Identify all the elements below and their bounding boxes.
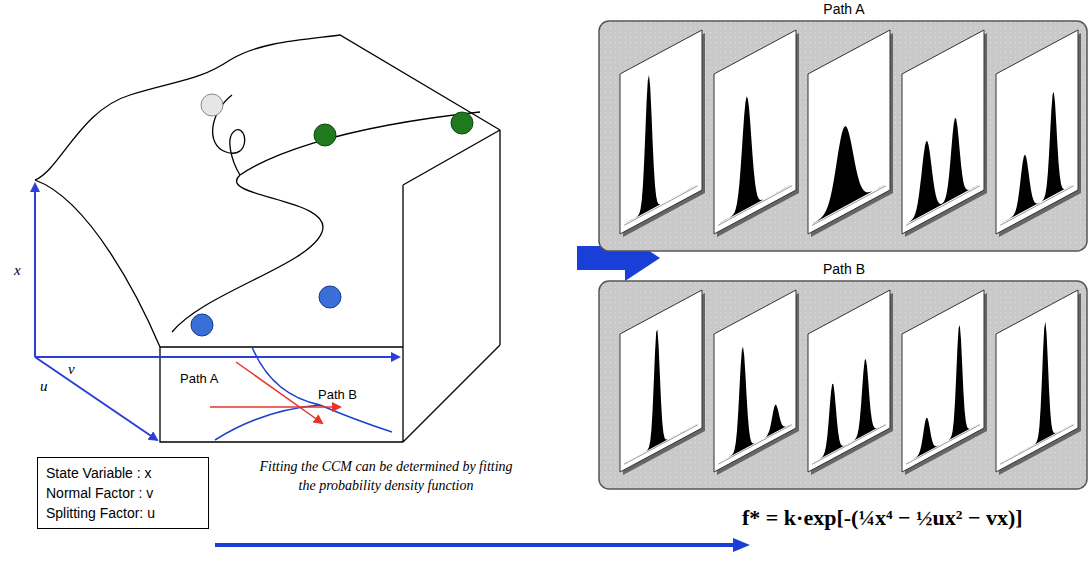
path-label: Path A: [180, 371, 218, 386]
box-edge: [160, 130, 500, 442]
frame-baseline: [1000, 425, 1074, 465]
histogram-frame: [714, 30, 796, 234]
histogram: [1001, 322, 1073, 463]
fit-note: Fitting the CCM can be determined by fit…: [255, 458, 517, 496]
state-dot: [314, 124, 336, 146]
fit-arrow-head: [733, 538, 750, 552]
histogram: [813, 126, 885, 223]
legend-line: Normal Factor : v: [46, 483, 200, 503]
histogram: [907, 118, 979, 224]
panel-illustration: [598, 20, 1090, 252]
panel-title: Path B: [598, 260, 1090, 278]
axis-arrow: [35, 357, 157, 440]
panel-illustration: [598, 280, 1090, 490]
histogram: [719, 97, 791, 224]
frame-baseline: [812, 425, 886, 465]
legend-box: State Variable : xNormal Factor : vSplit…: [37, 457, 209, 529]
histogram-frame: [808, 30, 890, 234]
state-dot: [451, 112, 473, 134]
histogram-frame: [620, 30, 702, 234]
path-arrow: [236, 362, 322, 423]
histogram-frame: [620, 290, 702, 472]
frame-baseline: [906, 425, 980, 465]
histogram-frame: [902, 30, 984, 234]
histogram: [813, 359, 885, 463]
state-dot: [201, 94, 223, 116]
cusp-curve: [215, 347, 392, 440]
panel-title: Path A: [598, 0, 1090, 18]
legend-line: Splitting Factor: u: [46, 503, 200, 523]
frame-baseline: [906, 186, 980, 226]
frame-baseline: [1000, 186, 1074, 226]
axis-label: v: [68, 361, 75, 378]
frame-baseline: [718, 425, 792, 465]
histogram-frame: [996, 290, 1078, 472]
frame-baseline: [624, 186, 698, 226]
histogram: [907, 325, 979, 463]
panel-ground: [599, 281, 1087, 489]
path-arrow: [210, 406, 340, 408]
histogram-frame: [808, 290, 890, 472]
axis-arrow: [35, 356, 399, 358]
surface-edge: [35, 35, 500, 180]
axis-label: x: [14, 262, 21, 279]
histogram-frame: [714, 290, 796, 472]
fold-curve: [172, 175, 323, 332]
pdf-formula: f* = k·exp[-(¼x⁴ − ½ux² − vx)]: [742, 505, 1023, 531]
legend-line: State Variable : x: [46, 463, 200, 483]
state-dot: [191, 314, 213, 336]
axis-arrow: [34, 184, 36, 357]
surface-edge: [35, 180, 160, 347]
histogram-panel: Path A: [598, 0, 1090, 254]
histogram: [625, 75, 697, 224]
histogram-frame: [902, 290, 984, 472]
histogram-frame: [996, 30, 1078, 234]
axis-label: u: [40, 378, 48, 395]
panel-ground: [599, 21, 1087, 251]
histogram-panel: Path B: [598, 260, 1090, 492]
state-dot: [319, 286, 341, 308]
fit-arrow: [215, 543, 735, 547]
histogram: [719, 346, 791, 462]
histogram: [1001, 92, 1073, 224]
histogram: [625, 329, 697, 462]
path-label: Path B: [318, 387, 357, 402]
fold-curve: [240, 112, 480, 175]
